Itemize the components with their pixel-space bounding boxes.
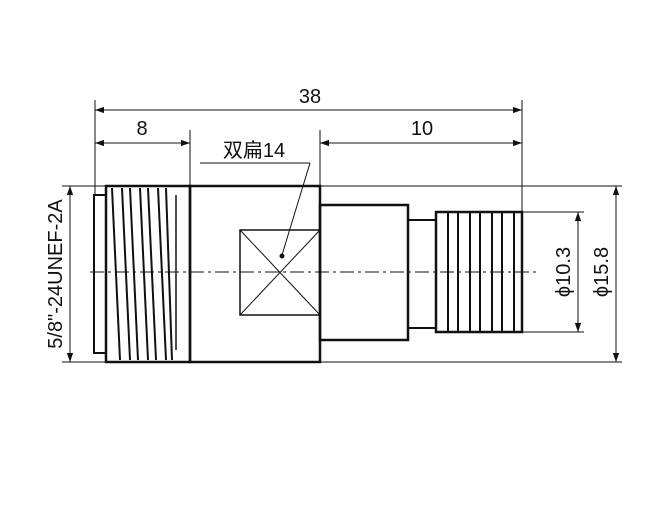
hex-flat-label: 双扁14 xyxy=(223,139,285,162)
dimension-right: 10 xyxy=(320,118,522,147)
thread-dimension: 5/8"-24UNEF-2A xyxy=(45,186,74,362)
extension-lines xyxy=(62,100,622,363)
crimp-ferrule xyxy=(407,210,524,334)
inner-diameter-dimension: ϕ10.3 xyxy=(553,212,582,332)
outer-diameter-dimension: ϕ15.8 xyxy=(591,186,620,362)
threaded-nut xyxy=(93,184,192,364)
overall-length-label: 38 xyxy=(299,86,321,108)
thread-spec-label: 5/8"-24UNEF-2A xyxy=(45,199,67,349)
dimension-overall: 38 xyxy=(95,86,522,114)
outer-diameter-label: ϕ15.8 xyxy=(591,247,613,297)
left-length-label: 8 xyxy=(136,118,147,140)
dimension-left: 8 xyxy=(95,118,190,147)
inner-diameter-label: ϕ10.3 xyxy=(553,247,575,297)
hex-body xyxy=(188,184,322,364)
right-length-label: 10 xyxy=(411,118,433,140)
hex-callout: 双扁14 xyxy=(200,139,311,259)
